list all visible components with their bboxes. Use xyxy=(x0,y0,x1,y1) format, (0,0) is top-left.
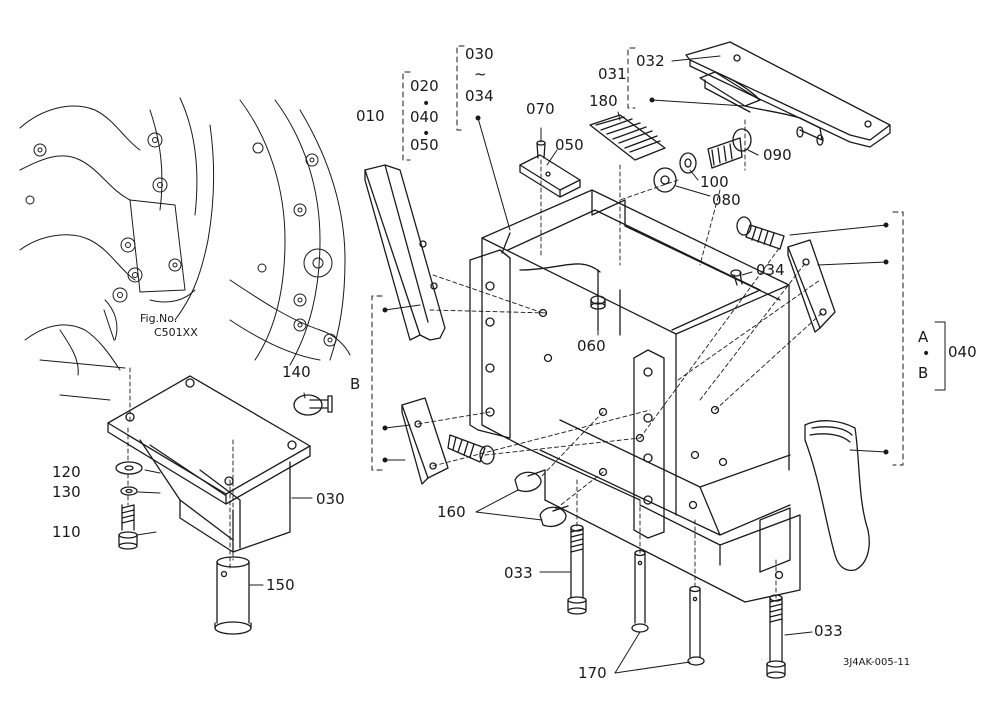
group-bracket-031 xyxy=(627,47,636,109)
shim-180 xyxy=(589,114,666,161)
washer-120 xyxy=(115,461,143,475)
bolt-right-bracket xyxy=(736,216,785,250)
bolt-090 xyxy=(707,128,752,169)
label-170: 170 xyxy=(578,664,607,682)
separator-dot-ab: • xyxy=(922,346,931,362)
diagram-id: 3J4AK-005-11 xyxy=(843,657,911,668)
plate-032 xyxy=(685,41,891,148)
bracket-front-plate-right xyxy=(633,349,665,539)
separator-dot-2: • xyxy=(422,126,431,142)
bolt-034 xyxy=(730,269,743,286)
label-020: 020 xyxy=(410,77,439,95)
label-031: 031 xyxy=(598,65,627,83)
label-040-a: A xyxy=(918,328,929,346)
group-bracket-040 xyxy=(892,211,904,466)
label-040-group: 040 xyxy=(410,108,439,126)
bracket-b-side-bracket xyxy=(934,321,946,391)
washer-080 xyxy=(653,167,677,193)
phantom-lines xyxy=(127,119,824,599)
bracket-holes xyxy=(538,308,784,580)
plate-050 xyxy=(519,154,581,198)
label-130: 130 xyxy=(52,483,81,501)
label-090: 090 xyxy=(763,146,792,164)
label-100: 100 xyxy=(700,173,729,191)
lock-washer-130 xyxy=(120,486,138,496)
label-034-range: 034 xyxy=(465,87,494,105)
group-bracket-b-left xyxy=(371,295,383,471)
label-b-left: B xyxy=(350,375,361,393)
bolt-left-bracket xyxy=(447,434,495,465)
bracket-front-plate-left xyxy=(469,249,511,439)
engine-housing-bosses xyxy=(25,132,337,347)
label-140: 140 xyxy=(282,363,311,381)
bracket-031 xyxy=(699,71,824,146)
leader-dots xyxy=(382,97,889,463)
label-050-group: 050 xyxy=(410,136,439,154)
label-033-right: 033 xyxy=(814,622,843,640)
label-030-range: 030 xyxy=(465,45,494,63)
linch-pin-140 xyxy=(293,394,333,416)
weight-bracket-main xyxy=(481,189,801,603)
label-040: 040 xyxy=(948,343,977,361)
label-180: 180 xyxy=(589,92,618,110)
label-032: 032 xyxy=(636,52,665,70)
bolt-033-right xyxy=(766,594,786,679)
label-030: 030 xyxy=(316,490,345,508)
weight-plate-left-top xyxy=(364,164,446,341)
bolt-033-left xyxy=(567,524,587,615)
weight-plate-right-large xyxy=(804,420,870,572)
label-034: 034 xyxy=(756,261,785,279)
label-070: 070 xyxy=(526,100,555,118)
pin-150 xyxy=(214,556,252,635)
pin-170-left xyxy=(631,549,649,633)
label-080: 080 xyxy=(712,191,741,209)
figure-ref-line2: C501XX xyxy=(154,326,198,339)
figure-ref-line1: Fig.No. xyxy=(140,312,178,325)
label-120: 120 xyxy=(52,463,81,481)
label-150: 150 xyxy=(266,576,295,594)
label-040-b: B xyxy=(918,364,929,382)
pin-170-right xyxy=(687,585,705,666)
separator-dot-1: • xyxy=(422,96,431,112)
washer-100 xyxy=(679,152,697,174)
label-010: 010 xyxy=(356,107,385,125)
label-033-left: 033 xyxy=(504,564,533,582)
engine-housing-outline xyxy=(19,97,351,401)
leader-lines xyxy=(103,55,887,674)
group-bracket-010 xyxy=(402,45,465,161)
weight-plate-left-small xyxy=(401,397,449,485)
label-050: 050 xyxy=(555,136,584,154)
label-160: 160 xyxy=(437,503,466,521)
label-060: 060 xyxy=(577,337,606,355)
label-110: 110 xyxy=(52,523,81,541)
bolt-110 xyxy=(118,504,138,550)
label-range-tilde: ~ xyxy=(474,65,487,83)
